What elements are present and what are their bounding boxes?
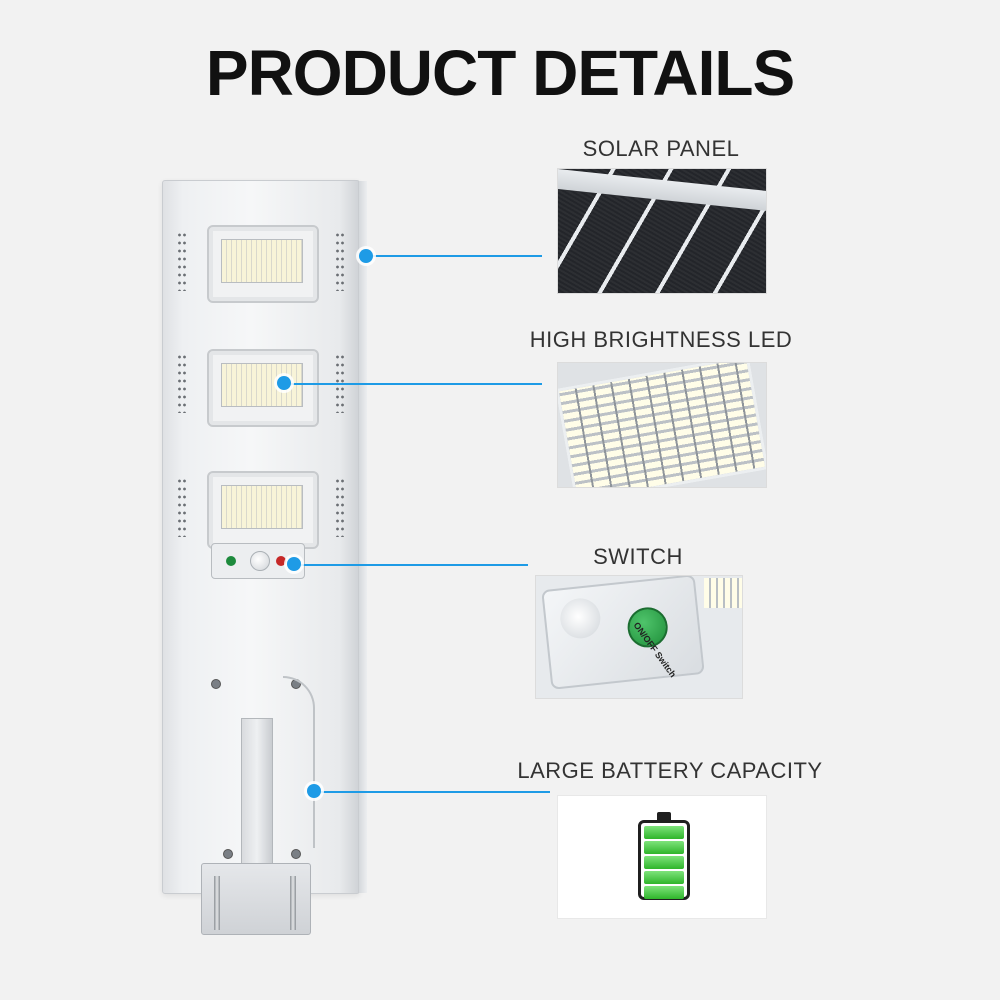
feature-label-switch: SWITCH <box>593 544 683 569</box>
battery-icon <box>638 820 690 900</box>
switch-housing <box>211 543 305 579</box>
vent-holes <box>335 231 345 291</box>
vent-holes <box>177 477 187 537</box>
screw-icon <box>223 849 233 859</box>
led-module <box>207 471 319 549</box>
green-indicator <box>226 556 236 566</box>
leader-line-solar <box>372 255 542 257</box>
vent-holes <box>335 477 345 537</box>
leader-line-led <box>290 383 542 385</box>
pointer-dot-battery <box>307 784 321 798</box>
pointer-dot-switch <box>287 557 301 571</box>
light-side-edge <box>358 181 367 893</box>
mounting-bracket <box>201 863 311 935</box>
screw-icon <box>211 679 221 689</box>
cable <box>283 676 315 848</box>
feature-label-led: HIGH BRIGHTNESS LED <box>529 327 793 352</box>
motion-sensor-icon <box>250 551 270 571</box>
leader-line-switch <box>298 564 528 566</box>
page-title: PRODUCT DETAILS <box>205 37 795 109</box>
vent-holes <box>177 353 187 413</box>
pointer-dot-solar <box>359 249 373 263</box>
switch-icon: ON/OFF Switch <box>535 575 743 699</box>
led-array-icon <box>557 362 767 488</box>
leader-line-battery <box>318 791 550 793</box>
solar-panel-icon <box>557 168 767 294</box>
red-indicator <box>276 556 286 566</box>
led-strip <box>704 578 742 608</box>
vent-holes <box>177 231 187 291</box>
feature-label-battery: LARGE BATTERY CAPACITY <box>517 758 823 783</box>
battery-panel <box>557 795 767 919</box>
bolt-icon <box>214 876 220 930</box>
screw-icon <box>291 849 301 859</box>
street-light-product <box>162 180 367 935</box>
battery-cap <box>657 812 671 820</box>
led-module <box>207 225 319 303</box>
sensor-lens <box>558 596 603 641</box>
feature-label-solar: SOLAR PANEL <box>582 136 740 161</box>
led-module <box>207 349 319 427</box>
pointer-dot-led <box>277 376 291 390</box>
bolt-icon <box>290 876 296 930</box>
